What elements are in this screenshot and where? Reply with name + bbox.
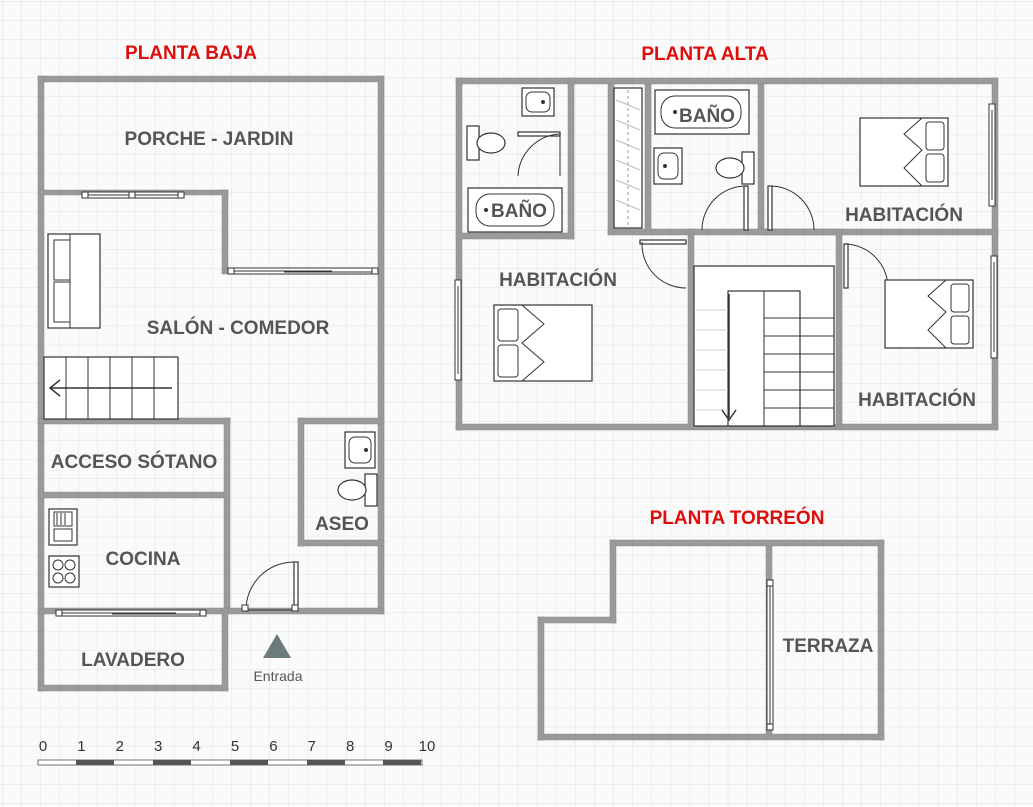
entrance-label: Entrada [253, 668, 302, 684]
salon-sliding-door [227, 267, 379, 275]
scale-tick-label: 0 [39, 738, 47, 755]
aseo-toilet-icon [337, 473, 378, 507]
upper-bath-left-door-icon [517, 131, 561, 177]
stove-icon [48, 555, 80, 588]
left-bedroom-door-icon [639, 239, 687, 289]
upper-floor-walls [455, 77, 999, 431]
bed-bottom-right-icon [884, 279, 974, 349]
room-label-bano-left: BAÑO [491, 200, 547, 222]
scale-tick-label: 7 [308, 738, 316, 755]
cocina-sliding-door [55, 609, 207, 617]
upper-bath-left-toilet-icon [466, 125, 506, 161]
bathtub-left-icon [467, 187, 563, 233]
tower-floor: TERRAZA [537, 539, 885, 741]
bed-left-icon [493, 304, 593, 382]
entrance-door-icon [241, 561, 299, 612]
kitchen-sink-icon [48, 508, 78, 546]
scale-tick-label: 3 [154, 738, 162, 755]
aseo-sink-icon [344, 431, 376, 469]
tower-floor-title: PLANTA TORREÓN [650, 507, 825, 529]
upper-floor: BAÑO BAÑO [454, 77, 999, 431]
upper-bath-mid-door-icon [701, 185, 749, 231]
ground-floor: Entrada PORCHE - JARDIN SALÓN - COMEDOR … [37, 75, 385, 692]
scale-tick-labels: 0 1 2 3 4 5 6 7 8 9 10 [39, 738, 436, 755]
porch-sliding-window [81, 191, 185, 199]
scale-tick-label: 1 [77, 738, 85, 755]
room-label-salon: SALÓN - COMEDOR [147, 317, 330, 339]
scale-tick-label: 9 [384, 738, 392, 755]
room-label-hab-top-right: HABITACIÓN [845, 204, 963, 226]
room-label-aseo: ASEO [315, 514, 369, 535]
room-label-hab-left: HABITACIÓN [499, 269, 617, 291]
room-label-cocina: COCINA [106, 549, 181, 570]
sofa-icon [47, 233, 101, 329]
ground-stairs-icon [43, 356, 179, 420]
window-top-right [988, 103, 996, 207]
scale-tick-label: 8 [346, 738, 354, 755]
upper-floor-title: PLANTA ALTA [641, 44, 769, 65]
room-label-terraza: TERRAZA [783, 636, 874, 657]
bed-top-right-icon [859, 117, 949, 187]
scale-tick-label: 2 [116, 738, 124, 755]
scale-tick-label: 4 [192, 738, 200, 755]
room-label-porche: PORCHE - JARDIN [125, 129, 294, 150]
scale-tick-label: 5 [231, 738, 239, 755]
room-label-hab-bottom-right: HABITACIÓN [858, 389, 976, 411]
room-label-lavadero: LAVADERO [81, 650, 185, 671]
upper-hab-top-door-icon [767, 185, 815, 231]
scale-tick-label: 10 [419, 738, 436, 755]
scale-bar: 0 1 2 3 4 5 6 7 8 9 10 [37, 738, 436, 766]
wardrobe-icon [613, 87, 643, 229]
entrance-arrow-icon [263, 634, 291, 658]
scale-tick-label: 6 [269, 738, 277, 755]
terraza-sliding-door [766, 579, 774, 731]
window-left-bedroom [454, 279, 462, 381]
upper-bath-left-sink-icon [521, 87, 555, 117]
upper-bath-mid-toilet-icon [715, 151, 755, 185]
room-label-sotano: ACCESO SÓTANO [51, 451, 217, 473]
bathtub-mid-icon [654, 89, 750, 135]
window-bottom-right [990, 255, 998, 359]
room-label-bano-mid: BAÑO [679, 105, 735, 127]
upper-bath-mid-sink-icon [653, 147, 683, 185]
upper-stairs-icon [693, 265, 835, 427]
ground-floor-title: PLANTA BAJA [125, 43, 257, 64]
